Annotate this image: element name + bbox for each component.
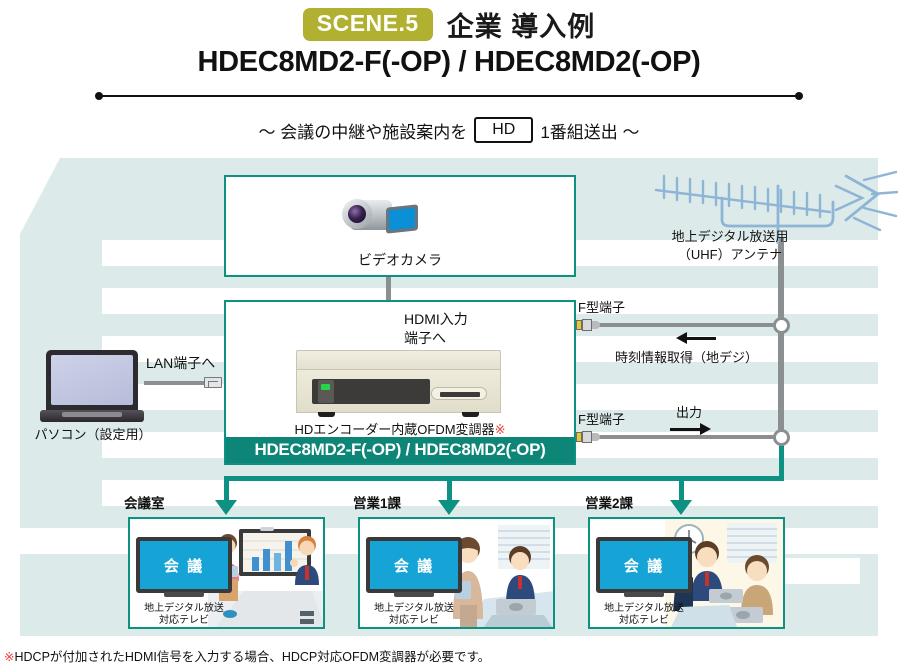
distribution-arrow-1: [215, 500, 237, 515]
tv-caption-2-line1: 地上デジタル放送: [374, 603, 454, 614]
encoder-caption: HDエンコーダー内蔵OFDM変調器※: [224, 419, 576, 438]
antenna-label: 地上デジタル放送用 （UHF）アンテナ: [655, 228, 805, 263]
splitter-node-top: [773, 317, 790, 334]
meeting-illustration-1: [208, 519, 323, 627]
tv-stand-3: [624, 592, 664, 597]
tv-stand-1: [164, 592, 204, 597]
tv-caption-1-line1: 地上デジタル放送: [144, 603, 224, 614]
room-title-2: 営業1課: [353, 496, 402, 511]
footnote-mark: ※: [4, 650, 15, 664]
page-title: 企業 導入例: [446, 11, 596, 42]
tv-caption-2: 地上デジタル放送 対応テレビ: [360, 603, 468, 627]
room-title-1: 会議室: [124, 496, 165, 511]
distribution-drop-1: [224, 476, 229, 503]
tv-icon-2: 会 議: [366, 537, 462, 599]
divider-bar: [99, 95, 799, 97]
room-box-2: 会 議 地上デジタル放送 対応テレビ: [358, 517, 555, 629]
tv-icon-3: 会 議: [596, 537, 692, 599]
room-title-3: 営業2課: [585, 496, 634, 511]
distribution-trunk-teal: [779, 440, 784, 478]
room-box-3: 会 議 地上デジタル放送 対応テレビ: [588, 517, 785, 629]
f-terminal-top-label: F型端子: [578, 300, 625, 315]
divider-dot-right: [795, 92, 803, 100]
lan-label: LAN端子へ: [146, 355, 216, 371]
model-line: HDEC8MD2-F(-OP) / HDEC8MD2(-OP): [197, 46, 701, 78]
encoder-caption-mark: ※: [494, 422, 506, 437]
pc-caption: パソコン（設定用）: [34, 427, 152, 442]
antenna-trunk-cable: [778, 238, 784, 439]
footnote-text: HDCPが付加されたHDMI信号を入力する場合、HDCP対応OFDM変調器が必要…: [14, 650, 491, 664]
ofdm-modulator-icon: [296, 350, 501, 418]
video-camera-icon: [340, 194, 424, 240]
f-connector-top-icon: [576, 319, 600, 331]
time-info-label: 時刻情報取得（地デジ）: [615, 350, 759, 365]
lan-cable: [144, 381, 206, 385]
product-banner: HDEC8MD2-F(-OP) / HDEC8MD2(-OP): [226, 437, 574, 463]
hdmi-cable: [386, 277, 391, 322]
cable-output: [596, 435, 784, 439]
tv-caption-3: 地上デジタル放送 対応テレビ: [590, 603, 698, 627]
scene-badge: SCENE.5: [302, 7, 433, 41]
lan-connector-icon: [204, 377, 222, 388]
tv-stand-2: [394, 592, 434, 597]
header-row: SCENE.5 企業 導入例: [0, 4, 898, 44]
tv-caption-2-line2: 対応テレビ: [389, 615, 439, 626]
time-info-arrow-shaft: [686, 337, 716, 340]
encoder-caption-text: HDエンコーダー内蔵OFDM変調器: [294, 422, 495, 437]
subtitle-row: ～ 会議の中継や施設案内を HD 1番組送出 ～: [0, 115, 898, 145]
tv-caption-3-line1: 地上デジタル放送: [604, 603, 684, 614]
splitter-node-bottom: [773, 429, 790, 446]
tv-screen-2: 会 議: [366, 537, 462, 593]
distribution-arrow-2: [438, 500, 460, 515]
room-box-1: 会 議 地上デジタル放送 対応テレビ: [128, 517, 325, 629]
distribution-arrow-3: [670, 500, 692, 515]
cable-time-info: [596, 323, 784, 327]
output-label: 出力: [676, 405, 703, 420]
hd-chip: HD: [474, 117, 534, 143]
antenna-label-line2: （UHF）アンテナ: [677, 246, 783, 262]
output-arrow-head: [700, 423, 711, 435]
subtitle-left: ～ 会議の中継や施設案内を: [258, 122, 468, 142]
hdmi-input-label-line2: 端子へ: [404, 329, 446, 346]
tv-caption-1-line2: 対応テレビ: [159, 615, 209, 626]
tv-screen-1: 会 議: [136, 537, 232, 593]
distribution-drop-3: [679, 476, 684, 503]
hdmi-input-label: HDMI入力 端子へ: [404, 310, 468, 348]
output-arrow-shaft: [670, 428, 700, 431]
tv-screen-3: 会 議: [596, 537, 692, 593]
distribution-bus: [224, 476, 784, 481]
tv-icon-1: 会 議: [136, 537, 232, 599]
antenna-label-line1: 地上デジタル放送用: [671, 229, 789, 244]
f-terminal-bottom-label: F型端子: [578, 412, 625, 427]
laptop-icon: [40, 350, 144, 422]
footnote: ※HDCPが付加されたHDMI信号を入力する場合、HDCP対応OFDM変調器が必…: [4, 646, 894, 665]
uhf-antenna-icon: [654, 170, 898, 244]
hdmi-input-label-line1: HDMI入力: [404, 311, 468, 327]
camera-caption: ビデオカメラ: [358, 252, 442, 268]
tv-caption-3-line2: 対応テレビ: [619, 615, 669, 626]
tv-caption-1: 地上デジタル放送 対応テレビ: [130, 603, 238, 627]
subtitle-right: 1番組送出 ～: [540, 122, 640, 142]
header-divider: [95, 92, 803, 100]
distribution-drop-2: [447, 476, 452, 503]
time-info-arrow-head: [676, 332, 687, 344]
f-connector-bottom-icon: [576, 431, 600, 443]
